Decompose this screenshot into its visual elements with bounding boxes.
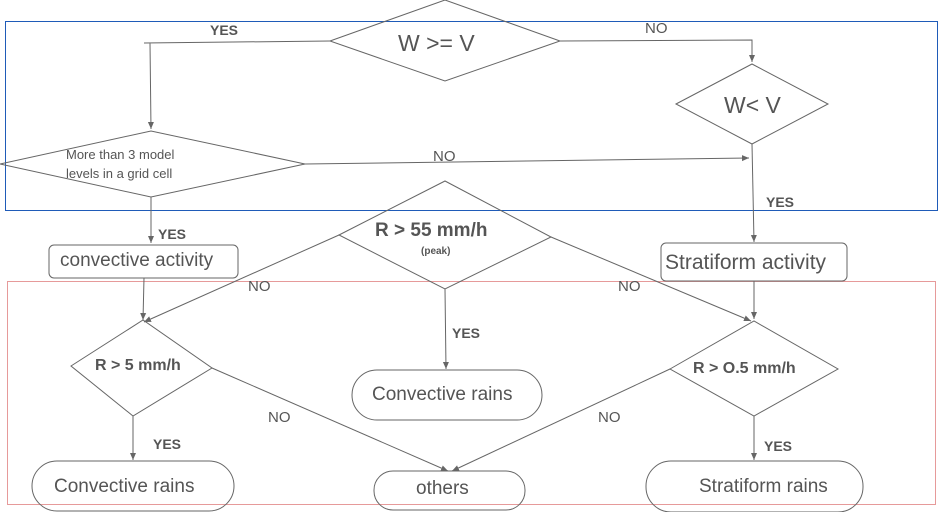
decision-r-gt-55-note: (peak)	[421, 246, 451, 257]
edge-w-ge-v-no	[559, 39, 755, 62]
edge-label-no: NO	[248, 278, 271, 295]
edge-r55-yes	[442, 288, 449, 370]
edge-label-yes: YES	[158, 226, 187, 242]
edge-label-yes: YES	[153, 436, 182, 452]
edge-r55-no-right	[550, 236, 752, 322]
edge-w-lt-v-yes	[750, 143, 757, 243]
edge-label-yes: YES	[452, 325, 481, 341]
decision-w-ge-v-label: W >= V	[398, 30, 475, 56]
terminal-convective-rains-center-label: Convective rains	[372, 384, 513, 405]
terminal-stratiform-rains[interactable]	[645, 460, 864, 512]
edge-r55-no-left	[143, 234, 340, 323]
decision-model-levels-line1: More than 3 model	[66, 147, 175, 162]
terminal-others-label: others	[416, 478, 469, 499]
decision-w-lt-v-label: W< V	[724, 92, 781, 118]
decision-model-levels-line2: levels in a grid cell	[66, 166, 173, 181]
edge-label-yes: YES	[766, 194, 795, 210]
edge-label-yes: YES	[764, 438, 793, 454]
edge-label-yes: YES	[210, 22, 239, 38]
decision-r-gt-05-label: R > O.5 mm/h	[693, 360, 796, 377]
decision-r-gt-5-label: R > 5 mm/h	[95, 357, 181, 374]
decision-w-lt-v[interactable]	[674, 63, 830, 145]
decision-r-gt-55[interactable]	[337, 180, 553, 290]
edge-label-no: NO	[433, 148, 456, 165]
edge-r05-no	[451, 368, 671, 472]
edge-label-no: NO	[645, 20, 668, 37]
terminal-stratiform-rains-label: Stratiform rains	[699, 476, 828, 497]
edge-convective-activity	[140, 277, 147, 321]
edge-label-no: NO	[598, 409, 621, 426]
process-stratiform-activity[interactable]	[660, 242, 848, 282]
decision-model-levels[interactable]	[0, 130, 306, 198]
bottom-region-box	[7, 281, 936, 505]
edge-label-no: NO	[268, 409, 291, 426]
edge-r5-no	[211, 367, 449, 472]
decision-r-gt-05[interactable]	[668, 320, 840, 417]
terminal-convective-rains-left-label: Convective rains	[54, 476, 195, 497]
terminal-convective-rains-left[interactable]	[31, 460, 235, 512]
edge-model-levels-no	[304, 155, 750, 165]
edge-label-no: NO	[618, 278, 641, 295]
process-stratiform-activity-label: Stratiform activity	[665, 251, 827, 274]
process-convective-activity[interactable]	[48, 244, 239, 279]
process-convective-activity-label: convective activity	[60, 250, 214, 271]
edge-w-ge-v-yes	[144, 40, 331, 129]
decision-r-gt-5[interactable]	[70, 319, 213, 417]
terminal-convective-rains-center[interactable]	[351, 369, 543, 421]
decision-w-ge-v[interactable]	[328, 0, 562, 82]
terminal-others[interactable]	[373, 470, 526, 511]
top-region-box	[5, 21, 938, 211]
decision-r-gt-55-label: R > 55 mm/h	[375, 220, 488, 241]
